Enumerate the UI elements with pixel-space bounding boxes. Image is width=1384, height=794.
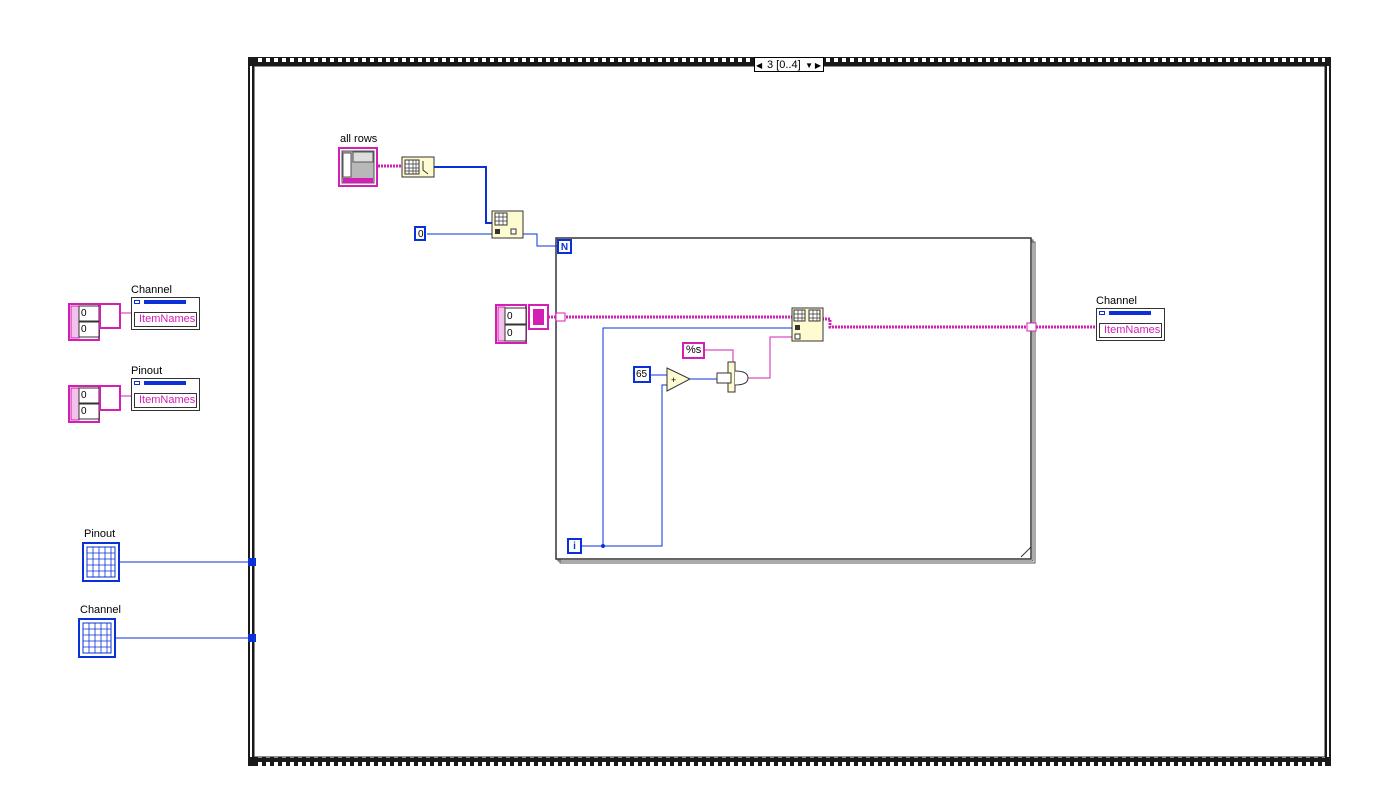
dropdown-arrow-icon[interactable]: ▼ xyxy=(805,61,813,70)
replace-array-subset-node[interactable] xyxy=(791,307,824,342)
channel-table-terminal[interactable] xyxy=(78,618,116,658)
channel-right-itemnames-property[interactable]: ItemNames xyxy=(1099,323,1162,338)
pinout-array-element-0[interactable]: 0 xyxy=(81,390,87,401)
property-bar xyxy=(144,300,186,304)
channel-itemnames-property[interactable]: ItemNames xyxy=(134,312,197,327)
property-bar xyxy=(144,381,186,385)
loop-iteration-terminal[interactable]: i xyxy=(567,538,582,554)
pinout-itemnames-property[interactable]: ItemNames xyxy=(134,393,197,408)
pinout-table-terminal[interactable] xyxy=(82,542,120,582)
index-constant[interactable]: 0 xyxy=(414,226,426,241)
add-function[interactable]: + xyxy=(666,367,692,392)
case-selector-value: 3 [0..4] xyxy=(767,59,801,71)
pinout-itemnames-property-node[interactable]: ItemNames xyxy=(131,378,200,411)
property-ref-icon xyxy=(1099,311,1105,315)
channel-array-control[interactable] xyxy=(68,303,121,341)
format-string-constant[interactable]: %s xyxy=(682,342,705,359)
increment-arrow-icon[interactable]: ▶ xyxy=(814,61,821,70)
numeric-wires xyxy=(115,166,792,639)
loop-output-tunnel[interactable] xyxy=(1026,322,1037,332)
format-into-string-node[interactable] xyxy=(716,361,749,393)
tunnel-pinout[interactable] xyxy=(248,558,256,566)
channel-left-label: Channel xyxy=(131,284,172,296)
channel-right-label: Channel xyxy=(1096,295,1137,307)
channel-array-element-0[interactable]: 0 xyxy=(81,308,87,319)
channel-terminal-label: Channel xyxy=(80,604,121,616)
string-wires xyxy=(99,164,1096,397)
decrement-arrow-icon[interactable]: ◀ xyxy=(756,61,763,70)
pinout-array-control[interactable] xyxy=(68,385,121,423)
transpose-array-node[interactable] xyxy=(401,156,435,178)
tunnel-channel[interactable] xyxy=(248,634,256,642)
channel-array-element-1[interactable]: 0 xyxy=(81,324,87,335)
case-selector[interactable]: ◀ 3 [0..4] ▼ ▶ xyxy=(754,57,824,72)
property-ref-icon xyxy=(134,381,140,385)
pinout-left-label: Pinout xyxy=(131,365,163,377)
inner-array-constant[interactable] xyxy=(495,304,549,344)
all-rows-indicator[interactable] xyxy=(338,147,378,187)
property-ref-icon xyxy=(134,300,140,304)
inner-array-element-0[interactable]: 0 xyxy=(507,311,513,322)
channel-right-itemnames-property-node[interactable]: ItemNames xyxy=(1096,308,1165,341)
loop-input-tunnel[interactable] xyxy=(555,312,566,322)
wire-junction xyxy=(601,544,605,548)
property-bar xyxy=(1109,311,1151,315)
pinout-array-element-1[interactable]: 0 xyxy=(81,406,87,417)
all-rows-label: all rows xyxy=(340,133,378,145)
channel-itemnames-property-node[interactable]: ItemNames xyxy=(131,297,200,330)
index-array-node[interactable] xyxy=(491,210,524,239)
inner-array-element-1[interactable]: 0 xyxy=(507,328,513,339)
for-loop-frame[interactable] xyxy=(555,237,1036,564)
svg-text:+: + xyxy=(671,375,676,385)
loop-count-terminal[interactable]: N xyxy=(557,239,572,254)
pinout-terminal-label: Pinout xyxy=(84,528,116,540)
ascii-offset-constant[interactable]: 65 xyxy=(633,366,651,383)
